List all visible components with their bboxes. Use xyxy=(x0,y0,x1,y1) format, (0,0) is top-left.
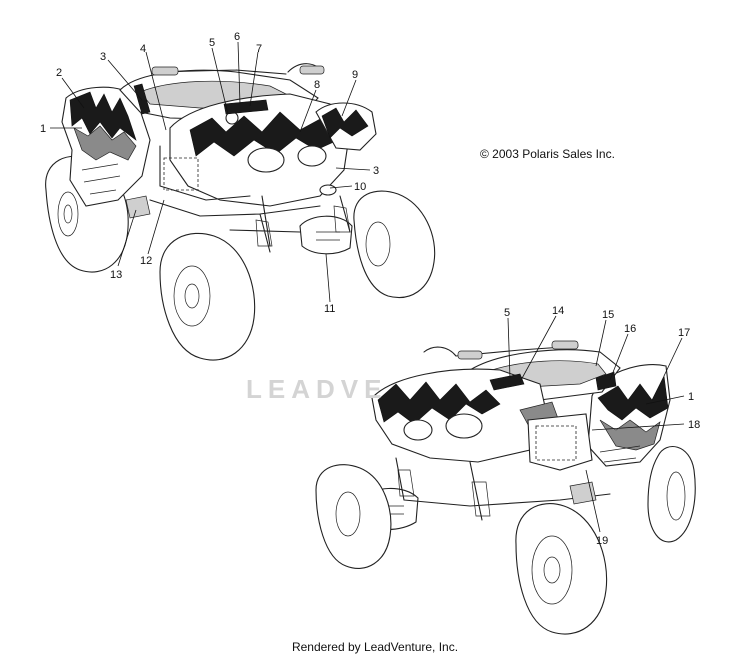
leader-lines-top xyxy=(50,41,371,303)
callout-12: 12 xyxy=(140,255,152,267)
callout-19: 19 xyxy=(596,535,608,547)
callout-9: 9 xyxy=(352,69,358,81)
callout-5-bottom: 5 xyxy=(504,307,510,319)
callout-6: 6 xyxy=(234,31,240,43)
callout-18: 18 xyxy=(688,419,700,431)
callout-10: 10 xyxy=(354,181,366,193)
callout-14: 14 xyxy=(552,305,564,317)
copyright-text: © 2003 Polaris Sales Inc. xyxy=(480,147,615,161)
atv-front-left-view xyxy=(45,63,436,361)
callout-1: 1 xyxy=(40,123,46,135)
watermark: LEADVE xyxy=(246,374,388,404)
callout-17: 17 xyxy=(678,327,690,339)
callout-1-bottom: 1 xyxy=(688,391,694,403)
leader-lines-bottom xyxy=(507,315,685,533)
footer-text: Rendered by LeadVenture, Inc. xyxy=(291,640,459,654)
callout-15: 15 xyxy=(602,309,614,321)
callouts-bottom: 5 14 15 16 17 1 18 19 xyxy=(504,305,700,547)
callout-4: 4 xyxy=(140,43,146,55)
callout-2: 2 xyxy=(56,67,62,79)
callout-11: 11 xyxy=(324,303,335,315)
atv-front-right-view xyxy=(315,340,696,635)
callout-16: 16 xyxy=(624,323,636,335)
callout-3b: 3 xyxy=(373,165,379,177)
callout-5: 5 xyxy=(209,37,215,49)
callout-3: 3 xyxy=(100,51,106,63)
callouts-top: 1 2 3 4 5 6 7 8 9 3 10 11 12 13 xyxy=(40,31,379,315)
callout-8: 8 xyxy=(314,79,320,91)
callout-13: 13 xyxy=(110,269,122,281)
callout-7: 7 xyxy=(256,43,262,55)
